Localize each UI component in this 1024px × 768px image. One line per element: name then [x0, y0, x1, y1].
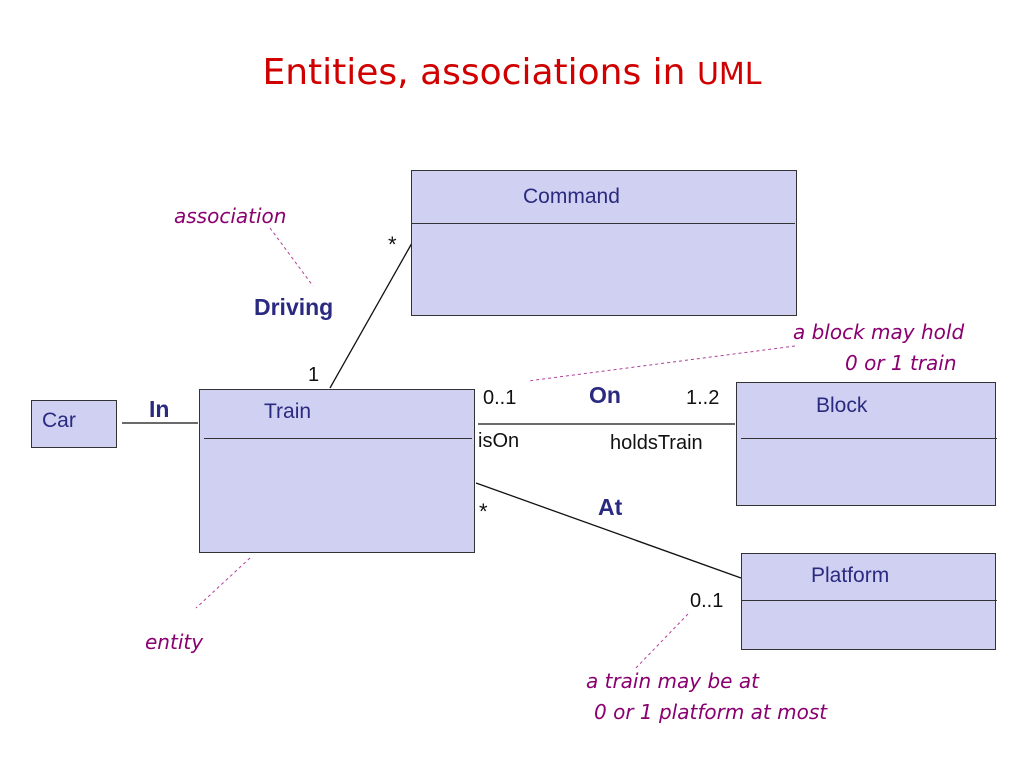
on-association-label: On: [589, 382, 621, 408]
platform-at-multiplicity: 0..1: [690, 590, 724, 612]
in-association-label: In: [149, 396, 170, 422]
entity-note: entity: [145, 630, 204, 654]
train-driving-multiplicity: 1: [308, 364, 320, 386]
entity-note-pointer: [195, 557, 251, 609]
slide-title: Entities, associations in UML: [0, 52, 1024, 93]
platform-class-divider: [742, 600, 997, 601]
car-class-box: [31, 400, 117, 448]
block-note-line2: 0 or 1 train: [845, 351, 957, 375]
driving-association-line: [329, 242, 413, 389]
block-note-pointer: [527, 345, 796, 382]
block-class-divider: [741, 438, 997, 439]
block-note-line1: a block may hold: [793, 320, 965, 344]
association-note: association: [174, 204, 287, 228]
platform-note-line2: 0 or 1 platform at most: [594, 700, 828, 724]
title-main: Entities, associations in: [262, 52, 697, 93]
platform-note-line1: a train may be at: [586, 669, 759, 693]
association-note-pointer: [269, 227, 314, 287]
train-at-multiplicity: *: [479, 499, 488, 524]
title-suffix: UML: [696, 57, 762, 92]
train-class-divider: [204, 438, 472, 439]
platform-class-box: [741, 553, 997, 650]
train-on-multiplicity: 0..1: [483, 387, 517, 409]
platform-class-name: Platform: [811, 564, 890, 587]
holds-train-role: holdsTrain: [610, 432, 703, 454]
block-class-box: [736, 382, 997, 506]
at-association-label: At: [598, 494, 623, 520]
command-class-name: Command: [523, 185, 620, 208]
train-class-name: Train: [264, 400, 312, 423]
at-association-line: [475, 482, 742, 579]
block-on-multiplicity: 1..2: [686, 387, 720, 409]
train-class-box: [199, 389, 475, 553]
car-class-name: Car: [42, 409, 76, 432]
command-multiplicity: *: [388, 232, 397, 257]
block-class-name: Block: [816, 394, 868, 417]
command-class-box: [411, 170, 797, 316]
is-on-role: isOn: [478, 430, 520, 452]
command-class-divider: [412, 223, 795, 224]
driving-association-label: Driving: [254, 294, 334, 320]
platform-note-pointer: [633, 613, 689, 671]
